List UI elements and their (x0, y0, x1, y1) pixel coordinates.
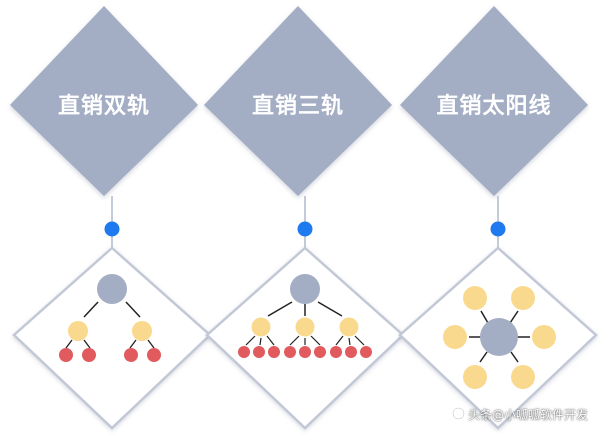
leaf-node (268, 346, 280, 358)
title-diamond (204, 6, 392, 196)
connector-dot (490, 221, 506, 237)
panel-title: 直销太阳线 (436, 93, 551, 119)
leaf-node (147, 348, 161, 362)
leaf-node (238, 346, 250, 358)
connector-dot (297, 221, 313, 237)
tree-edge (266, 335, 275, 346)
leaf-node (284, 346, 296, 358)
leaf-node (124, 348, 138, 362)
center-node (480, 318, 518, 356)
satellite-node (443, 325, 467, 349)
satellite-node (511, 365, 535, 389)
tree-edge (317, 301, 343, 317)
satellite-node (532, 325, 556, 349)
leaf-node (330, 346, 342, 358)
tree-edge (147, 339, 155, 349)
tree-edge (83, 339, 91, 349)
panel-title: 直销三轨 (252, 93, 344, 119)
connector-dot (104, 221, 120, 237)
ternary-tree (238, 274, 372, 358)
panel-ternary: 直销三轨 (204, 6, 405, 430)
mid-node (132, 321, 152, 341)
leaf-node (299, 346, 311, 358)
leaf-node (253, 346, 265, 358)
tree-edge (289, 335, 300, 346)
mid-node (68, 321, 88, 341)
tree-edge (259, 337, 262, 346)
tree-edge (83, 301, 99, 318)
mid-node (339, 317, 359, 337)
leaf-node (82, 348, 96, 362)
tree-edge (348, 337, 351, 346)
sun-ray (510, 351, 519, 363)
tree-edge (65, 339, 73, 349)
binary-tree (59, 274, 161, 362)
title-diamond (10, 6, 198, 196)
title-diamond (400, 6, 588, 196)
camera-lens-icon (452, 407, 465, 420)
watermark-text: 头条@小呱呱软件开发 (468, 408, 589, 422)
mid-node (295, 317, 315, 337)
satellite-node (511, 286, 535, 310)
leaf-node (360, 346, 372, 358)
tree-edge (129, 339, 137, 349)
panel-title: 直销双轨 (58, 93, 150, 119)
sun-ray (480, 310, 489, 324)
structure-diamond (12, 246, 212, 430)
panel-binary: 直销双轨 (10, 6, 212, 430)
mid-node (251, 317, 271, 337)
satellite-node (463, 365, 487, 389)
leaf-node (59, 348, 73, 362)
tree-edge (245, 335, 256, 346)
tree-edge (335, 335, 344, 346)
tree-edge (267, 301, 293, 317)
leaf-node (345, 346, 357, 358)
satellite-node (463, 286, 487, 310)
sun-ray (479, 351, 488, 363)
sun-ray (509, 310, 519, 324)
tree-edge (310, 335, 321, 346)
root-node (97, 274, 127, 304)
tree-edge (354, 335, 365, 346)
tree-edge (125, 301, 141, 318)
leaf-node (314, 346, 326, 358)
sunline-structure (443, 286, 556, 389)
panel-sunline: 直销太阳线 (398, 6, 598, 430)
root-node (290, 274, 320, 304)
